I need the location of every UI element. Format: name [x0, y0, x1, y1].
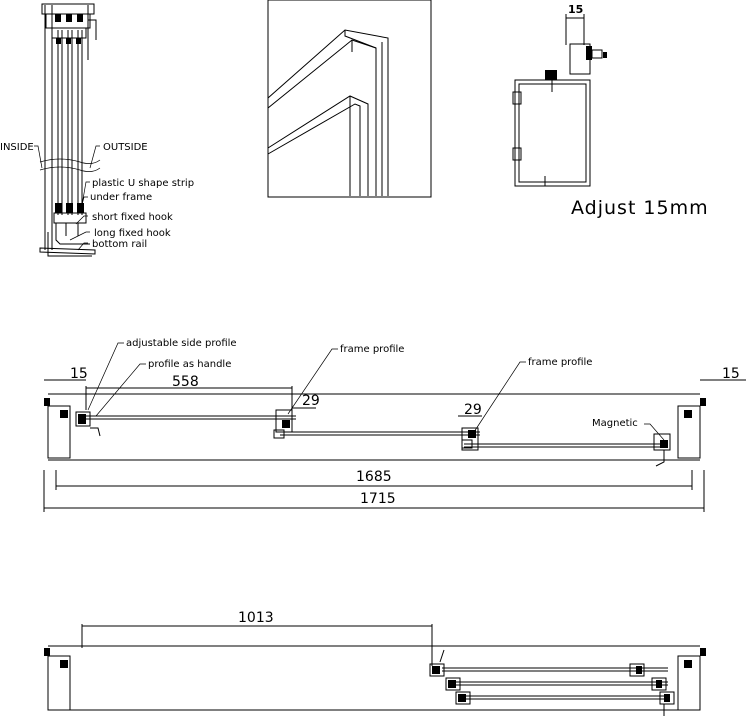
section-detail-bottom-rail: INSIDE OUTSIDE plastic U shape strip und…: [0, 3, 194, 257]
outside-label: OUTSIDE: [103, 142, 148, 153]
profile-as-handle-label: profile as handle: [148, 359, 231, 370]
dim-29-b: 29: [464, 402, 482, 418]
adjust-15mm-text: Adjust 15mm: [571, 197, 709, 219]
plan-view-open: 1013: [44, 610, 706, 716]
inside-label: INSIDE: [0, 142, 34, 153]
dim-558: 558: [172, 374, 199, 390]
bottom-rail-label: bottom rail: [92, 239, 147, 250]
dim-1715: 1715: [360, 491, 396, 507]
plastic-u-strip-label: plastic U shape strip: [92, 178, 194, 189]
dim-right-15: 15: [722, 366, 740, 382]
frame-profile-label-2: frame profile: [528, 357, 592, 368]
short-fixed-hook-label: short fixed hook: [92, 212, 173, 223]
dim-1013: 1013: [238, 610, 274, 626]
plan-view-closed: adjustable side profile profile as handl…: [43, 338, 746, 512]
dim-29-a: 29: [302, 393, 320, 409]
frame-profile-label-1: frame profile: [340, 344, 404, 355]
dim-15-detail: 15: [568, 3, 583, 16]
long-fixed-hook-label: long fixed hook: [94, 228, 171, 239]
magnetic-label: Magnetic: [592, 418, 638, 429]
dim-left-15: 15: [70, 366, 88, 382]
dim-1685: 1685: [356, 469, 392, 485]
corner-photo-panel: [267, 0, 432, 198]
adjustable-side-profile-label: adjustable side profile: [126, 338, 237, 349]
adjust-detail: 15 Adjust 15mm: [512, 3, 709, 219]
under-frame-label: under frame: [90, 192, 152, 203]
